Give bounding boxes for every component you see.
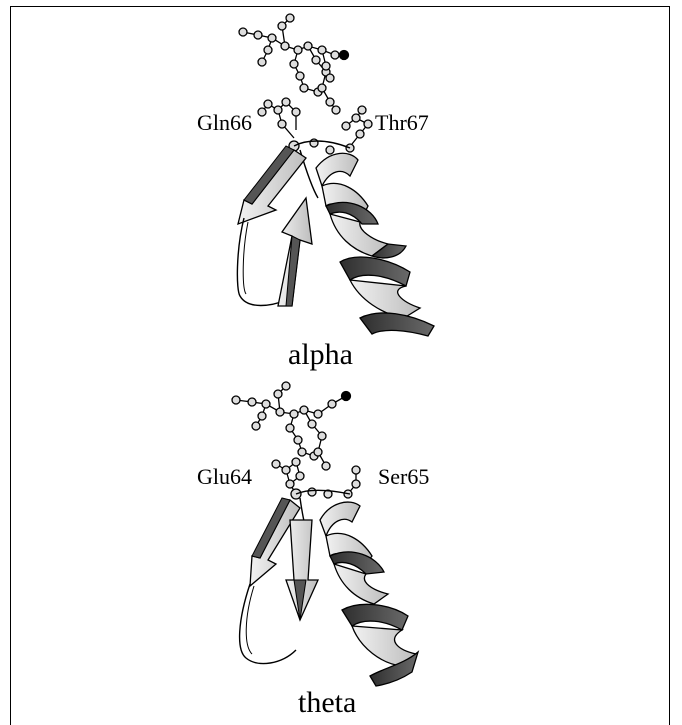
theta-residue-label-right: Ser65: [378, 466, 429, 488]
theta-ligand: [232, 382, 351, 470]
theta-helix: [320, 502, 418, 686]
theta-residue-label-left: Glu64: [197, 466, 252, 488]
theta-panel-title: theta: [298, 688, 356, 718]
